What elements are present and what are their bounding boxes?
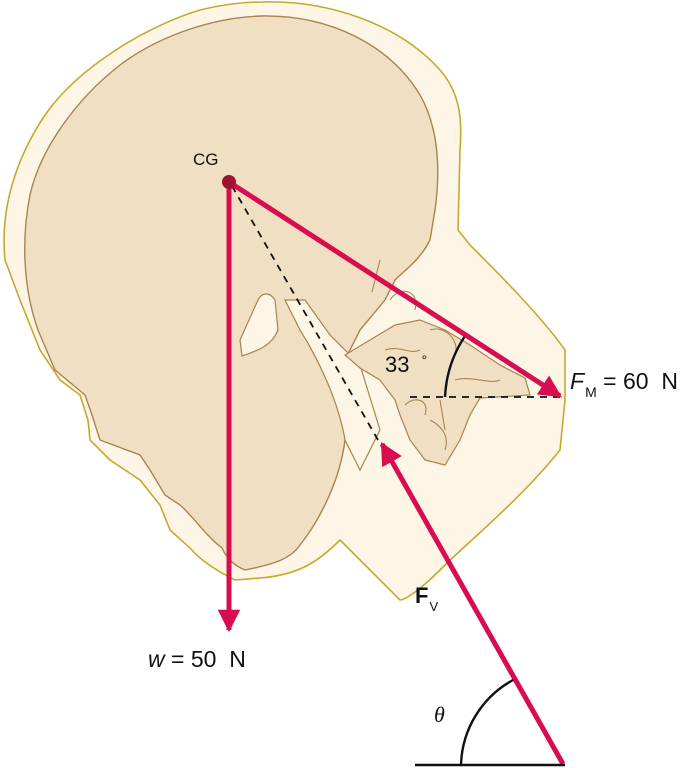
- degree-symbol: °: [421, 352, 428, 368]
- cg-point: [222, 175, 236, 189]
- muscle-force-arrow: [227, 179, 562, 399]
- theta-arc: [459, 678, 514, 766]
- ear-canal: [239, 293, 279, 357]
- line-of-action-dashed: [231, 185, 379, 441]
- angle-33-label: 33 °: [385, 352, 428, 377]
- weight-label: w = 50 N: [148, 648, 246, 671]
- fv-symbol: F: [415, 583, 429, 608]
- angle-arc-33: [443, 335, 466, 398]
- fv-subscript: V: [429, 599, 439, 614]
- vertebra-force-label: FV: [415, 583, 438, 614]
- cg-label: CG: [193, 150, 219, 169]
- vertebra-force-arrow: [379, 442, 566, 766]
- theta-label: θ: [434, 702, 445, 727]
- fm-subscript: M: [585, 384, 597, 400]
- fm-value: = 60: [603, 368, 649, 394]
- angle-value: 33: [385, 352, 410, 377]
- neck-gap: [284, 299, 381, 472]
- fm-unit: N: [661, 368, 678, 394]
- w-symbol: w: [148, 646, 165, 672]
- vertebrae: [343, 319, 531, 466]
- muscle-force-label: FM = 60 N: [570, 368, 678, 400]
- w-unit: N: [229, 646, 246, 672]
- fm-symbol: F: [570, 368, 585, 394]
- w-value: = 50: [171, 646, 217, 672]
